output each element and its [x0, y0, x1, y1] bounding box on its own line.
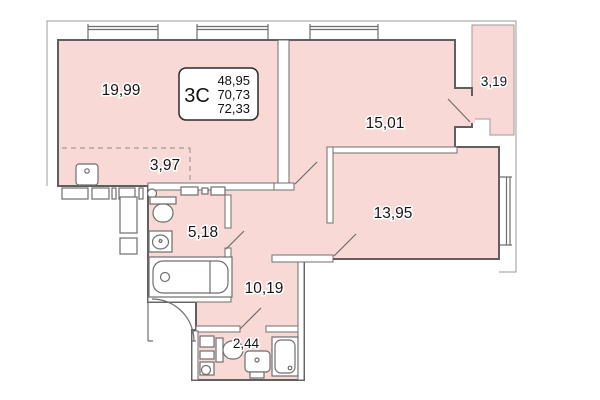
wc-fixtures [199, 335, 299, 379]
washing-machine-icon [119, 196, 138, 234]
shower-cabin-icon [271, 336, 299, 377]
pedestal-sink-base-icon [249, 371, 265, 379]
stove-icon [75, 163, 99, 186]
kitchen-counter-icon [201, 187, 209, 195]
unit-area-usable: 70,73 [217, 87, 250, 102]
window-living-1 [87, 24, 159, 39]
shelf-icon [199, 335, 215, 348]
kitchen-zone-dashes [62, 147, 191, 183]
wall-living-divider [277, 39, 290, 186]
wall-room13-top [332, 146, 458, 154]
door-bathroom [225, 230, 245, 250]
utility-shafts [119, 196, 138, 255]
wall-hallway-mid [271, 254, 334, 263]
washbasin-drain-icon [158, 239, 163, 244]
stove-knob-icon [84, 168, 90, 174]
shower-drain-icon [287, 365, 293, 371]
toilet-tank-icon [149, 196, 177, 205]
unit-area-total: 72,33 [217, 101, 250, 116]
kitchen-counter-icon [180, 186, 199, 196]
label-bedroom-lower: 13,95 [374, 205, 413, 222]
unit-area-living: 48,95 [217, 73, 250, 88]
interior-walls [147, 39, 458, 381]
pedestal-sink-drain-icon [254, 357, 260, 363]
entry-door-arc [151, 298, 195, 342]
facade-outline [46, 20, 517, 273]
bathtub-inner-icon [152, 260, 229, 294]
window-bedroom-lower [499, 176, 512, 246]
label-wc: 2,44 [233, 336, 260, 351]
floor-drain-icon [200, 364, 212, 376]
unit-card-box [178, 67, 259, 121]
wall-wc-top-left [195, 325, 241, 333]
label-kitchen-zone: 3,97 [150, 157, 180, 174]
bathroom-fixtures [148, 196, 233, 298]
kitchen-counter-icon [210, 186, 226, 196]
door-wc [239, 307, 262, 330]
label-bedroom-right: 15,01 [366, 115, 405, 132]
unit-type: 3С [184, 85, 210, 107]
toilet-bowl-icon [222, 340, 244, 360]
label-bathroom: 5,18 [188, 224, 218, 241]
wall-room13-left [326, 146, 334, 224]
unit-card: 3С 48,95 70,73 72,33 [178, 67, 259, 121]
kitchen-counter-icon [138, 187, 144, 200]
door-bedroom-lower [333, 233, 357, 257]
label-balcony: 3,19 [481, 74, 507, 89]
shower-tray-icon [274, 339, 296, 374]
wall-living-divider-base [271, 182, 295, 191]
washbasin-bowl-icon [151, 234, 170, 250]
doors [147, 98, 471, 342]
shelf-icon [199, 350, 215, 360]
toilet-bowl-icon [152, 203, 174, 223]
label-living-room: 19,99 [102, 82, 141, 99]
label-hallway: 10,19 [245, 280, 284, 297]
shaft-icon [119, 237, 138, 255]
door-balcony [447, 98, 471, 123]
wall-bathroom-right-upper [224, 194, 232, 229]
room-labels: 19,99 3,97 15,01 3,19 13,95 5,18 10,19 2… [100, 73, 509, 353]
door-bedroom-right [294, 161, 318, 185]
window-living-2 [196, 24, 269, 39]
wall-hallway-right [297, 261, 305, 381]
wall-wc-top-right [265, 325, 299, 333]
kitchen-counter-icon [91, 187, 110, 200]
wall-wc-left [191, 330, 199, 381]
toilet-tank-icon [215, 337, 224, 363]
balcony-doorway [469, 96, 475, 123]
window-bedroom-right [309, 24, 379, 39]
windows [87, 24, 512, 246]
kitchen-counter-icon [61, 187, 89, 200]
kitchen-counter-icon [111, 187, 117, 200]
bathtub-drain-icon [159, 271, 171, 283]
